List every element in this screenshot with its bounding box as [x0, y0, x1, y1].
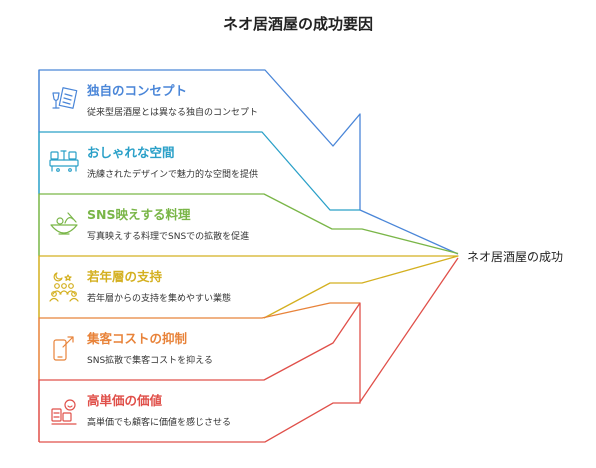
factor-title: おしゃれな空間	[87, 145, 175, 160]
high-value-icon	[51, 399, 77, 425]
factor-outline	[38, 255, 459, 319]
young-crowd-icon	[49, 272, 79, 302]
factor-row: 集客コストの抑制 SNS拡散で集客コストを抑える	[38, 302, 360, 380]
factor-bottom-edge	[39, 402, 361, 443]
factor-list: 独自のコンセプト従来型居酒屋とは異なる独自のコンセプトおしゃれな空間洗練されたデ…	[38, 69, 459, 443]
factor-description: SNS拡散で集客コストを抑える	[87, 354, 213, 366]
result-label: ネオ居酒屋の成功	[467, 250, 563, 264]
phone-share-icon	[53, 336, 74, 361]
factor-title: 集客コストの抑制	[86, 331, 187, 346]
factor-title: SNS映えする料理	[87, 207, 191, 222]
factor-outline	[38, 131, 360, 211]
factor-title: 独自のコンセプト	[86, 83, 187, 98]
factor-description: 高単価でも顧客に価値を感じさせる	[87, 416, 231, 428]
page-title: ネオ居酒屋の成功要因	[223, 15, 373, 33]
factor-description: 若年層からの支持を集めやすい業態	[87, 292, 231, 304]
factor-description: 従来型居酒屋とは異なる独自のコンセプト	[87, 106, 258, 118]
food-bowl-icon	[50, 212, 78, 235]
factor-description: 写真映えする料理でSNSでの拡散を促進	[87, 230, 249, 242]
factor-outline	[38, 302, 360, 380]
factor-outline	[38, 193, 459, 256]
factor-title: 高単価の価値	[87, 393, 163, 408]
factor-description: 洗練されたデザインで魅力的な空間を提供	[87, 168, 258, 180]
factor-outline	[38, 257, 459, 442]
lounge-chairs-icon	[49, 150, 79, 172]
factor-title: 若年層の支持	[86, 269, 163, 284]
menu-board-icon	[52, 87, 78, 109]
